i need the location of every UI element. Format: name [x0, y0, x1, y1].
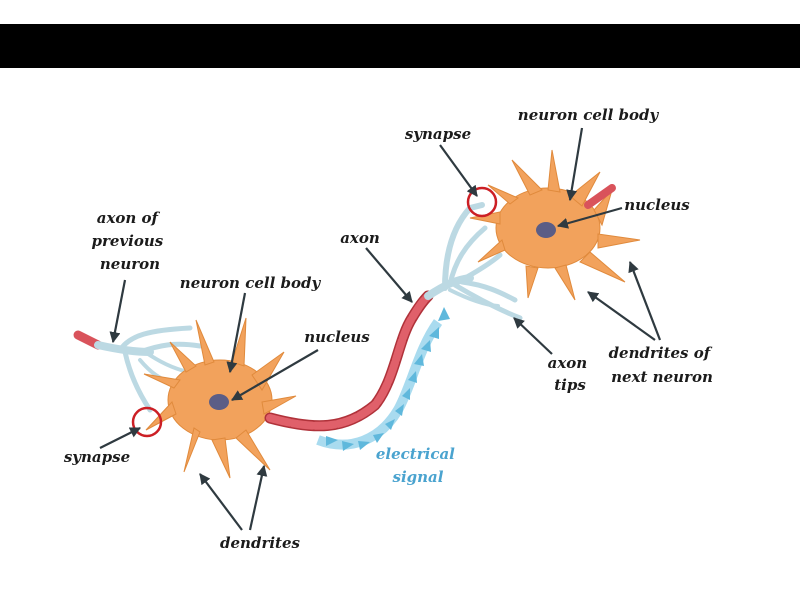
dendrites-of-next-neuron-label: dendrites of next neuron — [609, 344, 716, 386]
right-neuron-body — [469, 149, 641, 301]
synapse-label-left: synapse — [64, 448, 130, 466]
electrical-signal-arrows — [316, 307, 450, 451]
dendrites-label: dendrites — [220, 534, 300, 552]
axon-of-previous-neuron-label: axon of previous neuron — [92, 209, 169, 273]
synapse-circle-left — [131, 406, 163, 438]
axon-tips-label: axon tips — [548, 354, 593, 394]
synapse-label-right: synapse — [405, 125, 471, 143]
electrical-signal-label: electrical signal — [376, 445, 460, 486]
neuron-cell-body-label-right: neuron cell body — [518, 106, 660, 124]
top-banner — [0, 24, 800, 68]
axon-shaft — [264, 290, 434, 432]
neuron-cell-body-label-left: neuron cell body — [180, 274, 322, 292]
synapse-circle-right — [466, 186, 498, 218]
axon-label: axon — [340, 229, 380, 247]
axon-tip-branches — [424, 202, 523, 321]
right-neuron-axon-stub — [584, 184, 616, 209]
nucleus-label-right: nucleus — [624, 196, 690, 214]
right-nucleus — [536, 222, 556, 238]
leader-arrows — [99, 127, 662, 531]
nucleus-label-left: nucleus — [304, 328, 370, 346]
left-nucleus — [209, 394, 229, 410]
